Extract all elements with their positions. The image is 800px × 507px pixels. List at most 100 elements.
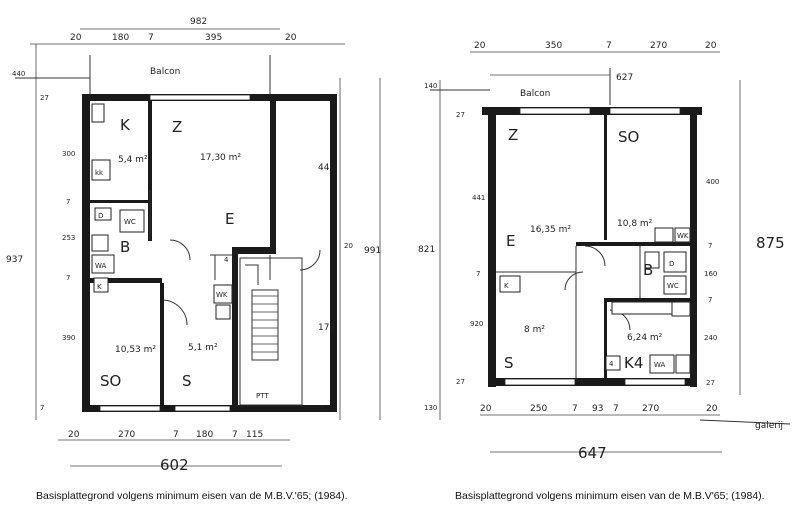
fixture-d-2: D [669,260,674,268]
plan-left: K Z E B SO S 5,4 m² 17,30 m² 10,53 m² 5,… [6,17,381,474]
fixture-d: D [98,212,103,220]
dim-bottom-3: 7 [173,430,179,440]
dim-top-2: 180 [112,33,129,43]
fixture-k-2: K [504,282,509,290]
dim-left-5: 253 [62,234,75,242]
dim-left-2-total: 821 [418,245,435,255]
dim-top-2-total: 627 [616,73,633,83]
dim-left-1: 440 [12,70,25,78]
dim-top-2-4: 270 [650,41,667,51]
fixture-wk: WK [216,291,228,299]
dim-left-2-7: 130 [424,404,437,412]
area-k-2: 6,24 m² [627,333,663,343]
dim-bottom-total: 602 [160,456,189,474]
dim-bottom-1: 20 [68,430,80,440]
dim-right-2-1: 400 [706,178,719,186]
dim-left-6: 7 [66,274,70,282]
dim-bottom-2-2: 250 [530,404,547,414]
room-b-label: B [120,238,130,256]
dim-left-2-1: 140 [424,82,437,90]
fixture-wc-2: WC [667,282,679,290]
room-k-label: K [120,116,131,134]
dim-bottom-2-4: 93 [592,404,603,414]
label-right-4: 7 [320,404,324,412]
room-z-label-2: Z [508,126,518,144]
dim-top-4: 395 [205,33,222,43]
caption-left: Basisplattegrond volgens minimum eisen v… [36,490,348,502]
dim-right-2-4: 7 [708,296,712,304]
dim-bottom-5: 7 [232,430,238,440]
area-s: 5,1 m² [188,343,218,353]
caption-right: Basisplattegrond volgens minimum eisen v… [455,490,765,502]
dim-top-2-2: 350 [545,41,562,51]
dim-left-2-5: 920 [470,320,483,328]
dim-bottom-4: 180 [196,430,213,440]
dim-right-2-total: 875 [756,234,785,252]
dim-right-total: 991 [364,246,381,256]
area-so-2: 10,8 m² [617,219,653,229]
dim-bottom-6: 115 [246,430,263,440]
dim-bottom-2-7: 20 [706,404,718,414]
room-e-label-2: E [506,232,515,250]
room-k4-label: K4 [624,354,643,372]
dim-right-1: 440 [318,163,335,173]
label-right-2: 20 [344,242,353,250]
fixture-k: K [97,283,102,291]
area-s-2: 8 m² [524,325,545,335]
room-e-label: E [225,210,234,228]
dim-left-3: 300 [62,150,75,158]
dim-left-2-2: 27 [456,111,465,119]
dim-top-3: 7 [148,33,154,43]
balcony-label: Balcon [150,67,180,77]
dim-left-total: 937 [6,255,23,265]
room-so-top-label: SO [618,128,639,146]
dim-top-2-5: 20 [705,41,717,51]
dim-top-2-1: 20 [474,41,486,51]
fixture-kk: kk [95,169,104,177]
dim-right-2-2: 7 [708,242,712,250]
dim-top-5: 20 [285,33,297,43]
misc-4: 4 [224,256,229,264]
dim-bottom-2-6: 270 [642,404,659,414]
dim-left-2-6: 27 [456,378,465,386]
dim-right-2-6: 27 [706,379,715,387]
dim-bottom-2-5: 7 [613,404,619,414]
dim-left-2-3: 441 [472,194,485,202]
fixture-wc: WC [124,218,136,226]
dim-right-2-5: 240 [704,334,717,342]
dim-left-2: 27 [40,94,49,102]
dim-right-2: 177 [318,323,335,333]
room-b-label-2: B [643,261,653,279]
area-z: 17,30 m² [200,153,241,163]
fixture-wa-2: WA [654,361,666,369]
gallery-label: galerij [755,421,783,431]
dim-bottom-2-1: 20 [480,404,492,414]
label-right-1: 20 [320,94,329,102]
dim-left-2-4: 7 [476,270,480,278]
dim-right-2-3: 160 [704,270,717,278]
dim-bottom-2-total: 647 [578,444,607,462]
misc-4-2: 4 [609,360,614,368]
dim-left-7: 390 [62,334,75,342]
plan-right: Z SO E B S K4 16,35 m² 10,8 m² 8 m² 6,24… [418,41,791,462]
label-right-3: 7 [40,404,44,412]
room-so-label: SO [100,372,121,390]
room-z-label: Z [172,118,182,136]
dim-top-2-3: 7 [606,41,612,51]
area-so: 10,53 m² [115,345,156,355]
area-e-2: 16,35 m² [530,225,571,235]
dim-bottom-2: 270 [118,430,135,440]
fixture-wa: WA [95,262,107,270]
dim-bottom-2-3: 7 [572,404,578,414]
area-k: 5,4 m² [118,155,148,165]
fixture-wk-2: WK [677,232,689,240]
balcony-label-2: Balcon [520,89,550,99]
room-s-label-2: S [504,354,514,372]
room-s-label: S [182,372,192,390]
dim-left-4: 7 [66,198,70,206]
ptt-label: PTT [256,392,269,400]
dim-top-1: 20 [70,33,82,43]
dim-top-total: 982 [190,17,207,27]
